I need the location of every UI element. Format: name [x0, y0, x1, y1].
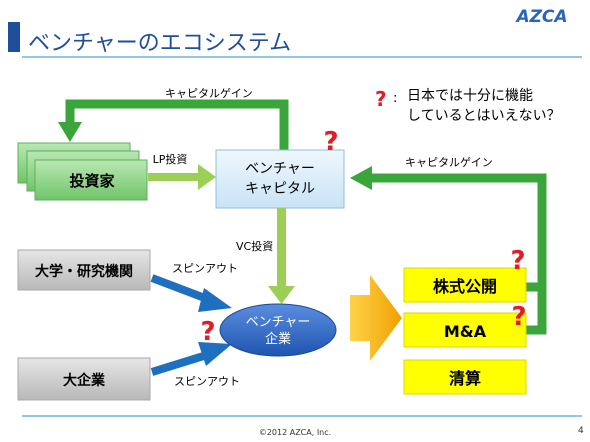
liquidation-node: 清算: [403, 359, 527, 395]
legend-text-line1: 日本では十分に機能: [407, 88, 533, 104]
enterprise-label: 大企業: [63, 372, 106, 389]
venture-question-mark-icon: ?: [200, 317, 215, 347]
azca-logo: AZCA: [514, 7, 567, 27]
vc-node: ベンチャー キャピタル ?: [215, 127, 345, 209]
vc-label-line2: キャピタル: [245, 181, 315, 197]
investor-label: 投資家: [69, 172, 114, 190]
capital-gain-top-label: キャピタルゲイン: [165, 87, 253, 100]
university-label: 大学・研究機関: [35, 263, 133, 280]
header: ベンチャーのエコシステム AZCA: [8, 7, 582, 58]
university-node: 大学・研究機関: [17, 249, 151, 291]
footer: ©2012 AZCA, Inc. 4: [22, 415, 584, 437]
venture-label-line2: 企業: [265, 331, 291, 347]
vc-label-line1: ベンチャー: [245, 161, 315, 177]
legend: ? : 日本では十分に機能 しているとはいえない？: [375, 87, 561, 124]
copyright: ©2012 AZCA, Inc.: [259, 428, 331, 437]
ipo-question-mark-icon: ?: [510, 246, 525, 276]
ma-node: M&A ?: [403, 302, 527, 348]
title-accent-bar: [8, 22, 20, 52]
spinout-university-label: スピンアウト: [172, 262, 238, 275]
vc-investment-label: VC投資: [236, 239, 273, 253]
capital-gain-right-arrow: キャピタルゲイン: [350, 156, 547, 335]
ipo-label: 株式公開: [433, 277, 497, 296]
legend-question-mark-icon: ?: [375, 87, 387, 111]
spinout-enterprise-label: スピンアウト: [174, 375, 240, 388]
venture-node: ベンチャー 企業 ?: [200, 303, 337, 357]
page-number: 4: [578, 426, 584, 436]
investor-node: 投資家: [17, 142, 148, 201]
legend-text-line2: しているとはいえない？: [407, 108, 561, 124]
capital-gain-right-label: キャピタルゲイン: [405, 156, 493, 169]
ipo-node: 株式公開 ?: [403, 246, 527, 303]
ma-question-mark-icon: ?: [511, 302, 526, 332]
ma-label: M&A: [444, 322, 487, 341]
spinout-university-arrow: スピンアウト: [150, 262, 238, 312]
slide-title: ベンチャーのエコシステム: [28, 31, 291, 56]
liquidation-label: 清算: [449, 369, 481, 388]
lp-investment-label: LP投資: [153, 152, 188, 166]
enterprise-node: 大企業: [17, 357, 151, 401]
lp-investment-arrow: LP投資: [148, 152, 216, 190]
vc-investment-arrow: VC投資: [236, 208, 295, 304]
spinout-enterprise-arrow: スピンアウト: [150, 342, 240, 388]
venture-label-line1: ベンチャー: [246, 315, 311, 330]
outcome-arrow: [350, 275, 402, 361]
capital-gain-top-arrow: キャピタルゲイン: [58, 87, 289, 150]
vc-question-mark-icon: ?: [323, 127, 338, 157]
legend-colon: :: [393, 91, 397, 106]
